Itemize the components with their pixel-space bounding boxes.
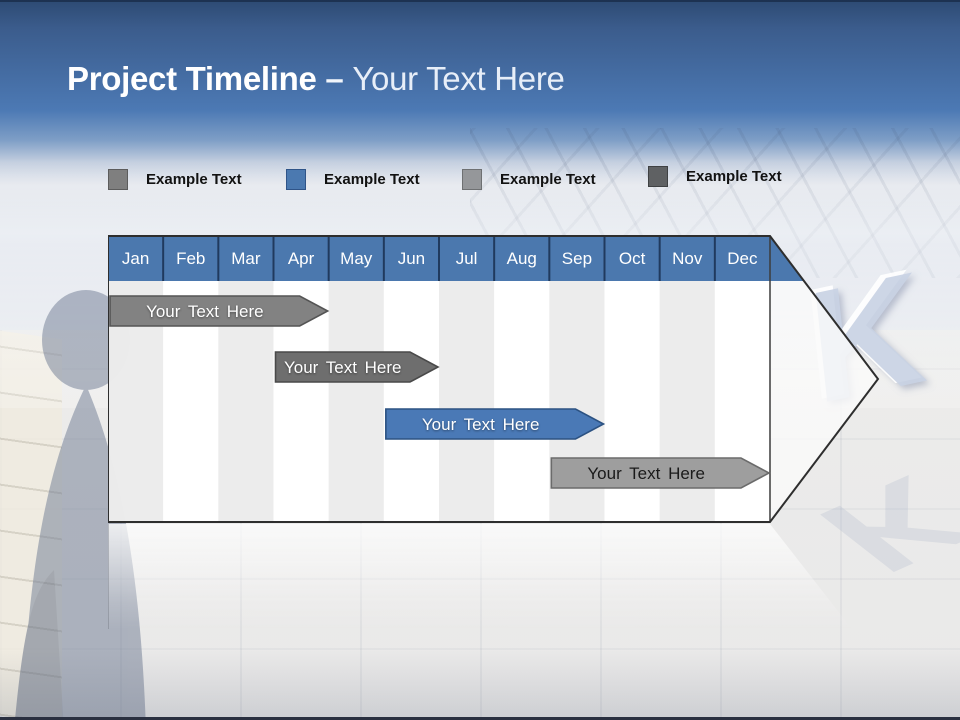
month-header-may: May <box>340 249 373 268</box>
legend-label: Example Text <box>324 170 420 188</box>
timeline-bar-3 <box>385 408 606 440</box>
legend-swatch-darkgray <box>648 165 668 187</box>
title-sub: Your Text Here <box>352 60 565 97</box>
title-dash: – <box>316 60 353 97</box>
month-column-may <box>328 281 384 522</box>
month-header-row: Jan Feb Mar Apr May Jun Jul Aug Sep Oct Nov Dec <box>108 236 770 281</box>
legend-label: Example Text <box>146 170 242 188</box>
month-header-apr: Apr <box>287 249 315 268</box>
timeline-bar-label: Your Text Here <box>146 302 264 321</box>
month-header-mar: Mar <box>231 249 261 268</box>
arrow-outline <box>108 235 880 523</box>
month-header-nov: Nov <box>672 249 703 268</box>
legend-item-3: Example Text <box>462 168 596 190</box>
legend-swatch-lightgray <box>462 168 482 190</box>
month-header-jan: Jan <box>121 249 150 268</box>
legend-item-4: Example Text <box>648 165 782 187</box>
month-column-aug <box>494 281 550 522</box>
month-header-band <box>108 236 828 281</box>
month-header-dec: Dec <box>727 249 758 268</box>
month-header-oct: Oct <box>618 249 646 268</box>
legend-item-2: Example Text <box>286 168 420 190</box>
legend-label: Example Text <box>500 170 596 188</box>
month-header-sep: Sep <box>561 249 593 268</box>
title-main: Project Timeline <box>67 60 317 97</box>
legend-swatch-blue <box>286 168 306 190</box>
timeline-bar-4 <box>550 457 771 489</box>
month-header-feb: Feb <box>176 249 206 268</box>
slide-bottom-edge <box>0 717 960 720</box>
legend-swatch-gray <box>108 168 128 190</box>
timeline-bar-2 <box>274 351 440 383</box>
month-header-aug: Aug <box>506 249 537 268</box>
legend-label: Example Text <box>686 167 782 185</box>
timeline-bar-label: Your Text Here <box>587 464 705 483</box>
slide-top-edge <box>0 0 960 2</box>
month-header-jul: Jul <box>455 249 478 268</box>
timeline-bar-label: Your Text Here <box>422 415 540 434</box>
month-header-jun: Jun <box>397 249 426 268</box>
legend-item-1: Example Text <box>108 168 242 190</box>
timeline-bar-label: Your Text Here <box>284 358 402 377</box>
background-bottom-shade <box>0 650 960 720</box>
timeline-bar-1 <box>109 295 330 327</box>
month-column-jun <box>383 281 439 522</box>
month-column-jul <box>439 281 495 522</box>
page-title: Project Timeline – Your Text Here <box>67 60 565 98</box>
arrow-reflection <box>108 524 852 629</box>
